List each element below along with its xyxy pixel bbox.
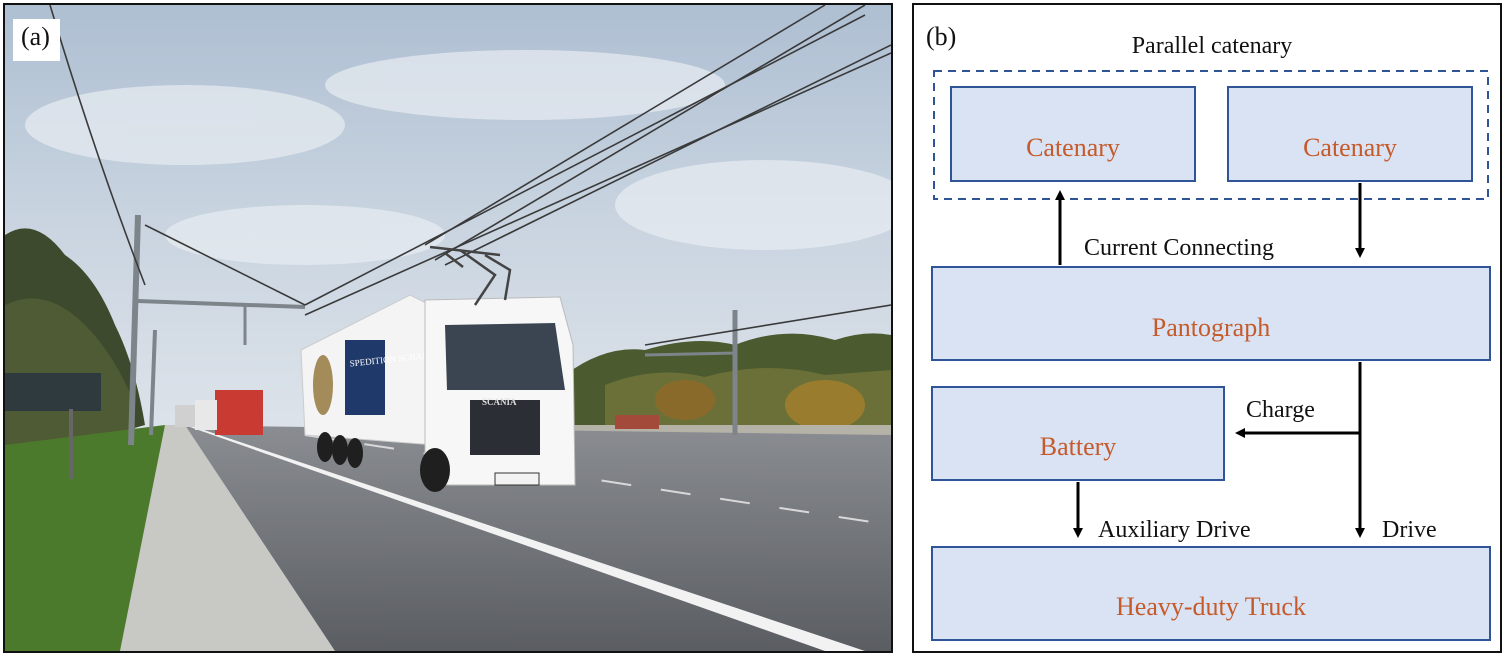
pantograph — [429, 245, 512, 306]
catenary-box-left: Catenary — [950, 86, 1196, 182]
truck-box: Heavy-duty Truck — [931, 546, 1491, 641]
clouds — [25, 50, 891, 265]
catenary-masts — [128, 214, 738, 446]
truck-cab: SCANIA — [420, 296, 576, 492]
trees-right — [565, 333, 891, 435]
truck-label: Heavy-duty Truck — [1116, 592, 1306, 621]
shoulder — [120, 425, 335, 651]
battery-box: Battery — [931, 386, 1225, 481]
photo-panel: (a) — [3, 3, 893, 653]
diagram-panel: (b) Parallel catenary Catenary Catenary … — [912, 3, 1502, 653]
battery-label: Battery — [1040, 432, 1117, 461]
parallel-catenary-title: Parallel catenary — [1132, 33, 1293, 59]
connector-arrows — [1055, 183, 1365, 538]
panel-b-label: (b) — [922, 19, 961, 55]
overhead-wires — [49, 5, 891, 346]
distant-trucks — [175, 390, 659, 435]
lane-line — [190, 427, 865, 651]
catenary-right-label: Catenary — [1303, 133, 1397, 162]
drive-label: Drive — [1382, 517, 1437, 543]
parallel-catenary-group — [933, 70, 1489, 200]
truck-logo: SCANIA — [482, 397, 517, 407]
catenary-box-right: Catenary — [1227, 86, 1473, 182]
panel-a-label: (a) — [13, 19, 60, 61]
charge-label: Charge — [1246, 397, 1315, 423]
trailer-wheels — [317, 432, 363, 468]
grass-verge — [5, 425, 165, 651]
auxiliary-drive-label: Auxiliary Drive — [1098, 517, 1251, 543]
ehighway-photo: SPEDITION SCHANZ SCANIA — [5, 5, 891, 651]
system-diagram: Parallel catenary Catenary Catenary Pant… — [931, 33, 1491, 641]
pantograph-label: Pantograph — [1152, 313, 1270, 342]
truck-trailer: SPEDITION SCHANZ — [300, 294, 436, 446]
current-connecting-label: Current Connecting — [1084, 235, 1274, 261]
pantograph-box: Pantograph — [931, 266, 1491, 361]
road-sign — [5, 373, 101, 479]
catenary-left-label: Catenary — [1026, 133, 1120, 162]
